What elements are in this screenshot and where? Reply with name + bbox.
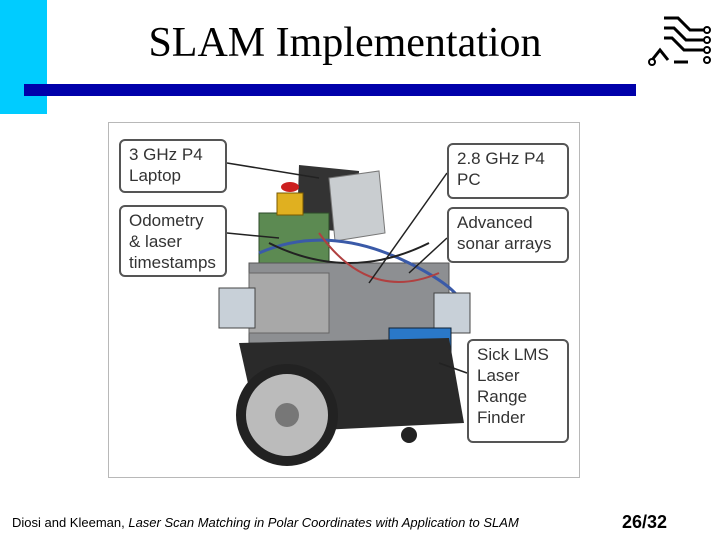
accent-block: [0, 0, 47, 114]
citation-title: Laser Scan Matching in Polar Coordinates…: [128, 515, 519, 530]
sonar-right: [433, 292, 471, 334]
callout-sonar: Advanced sonar arrays: [447, 207, 569, 263]
callout-pc: 2.8 GHz P4 PC: [447, 143, 569, 199]
sonar-left: [218, 287, 256, 329]
callout-laptop: 3 GHz P4 Laptop: [119, 139, 227, 193]
callout-laser: Sick LMS Laser Range Finder: [467, 339, 569, 443]
citation-authors: Diosi and Kleeman,: [12, 515, 129, 530]
robot-illustration: [218, 162, 471, 466]
pc-panel: [328, 170, 386, 242]
circuit-logo-icon: [648, 16, 711, 66]
slide-title: SLAM Implementation: [148, 20, 542, 66]
title-underline-bar: [24, 84, 636, 96]
callout-odometry: Odometry & laser timestamps: [119, 205, 227, 277]
caster-wheel: [401, 427, 417, 443]
stop-button: [281, 182, 299, 192]
page-number: 26/32: [622, 512, 668, 532]
robot-photo: 3 GHz P4 Laptop Odometry & laser timesta…: [108, 122, 580, 478]
emergency-stop: [276, 192, 304, 216]
citation: Diosi and Kleeman, Laser Scan Matching i…: [12, 515, 592, 530]
